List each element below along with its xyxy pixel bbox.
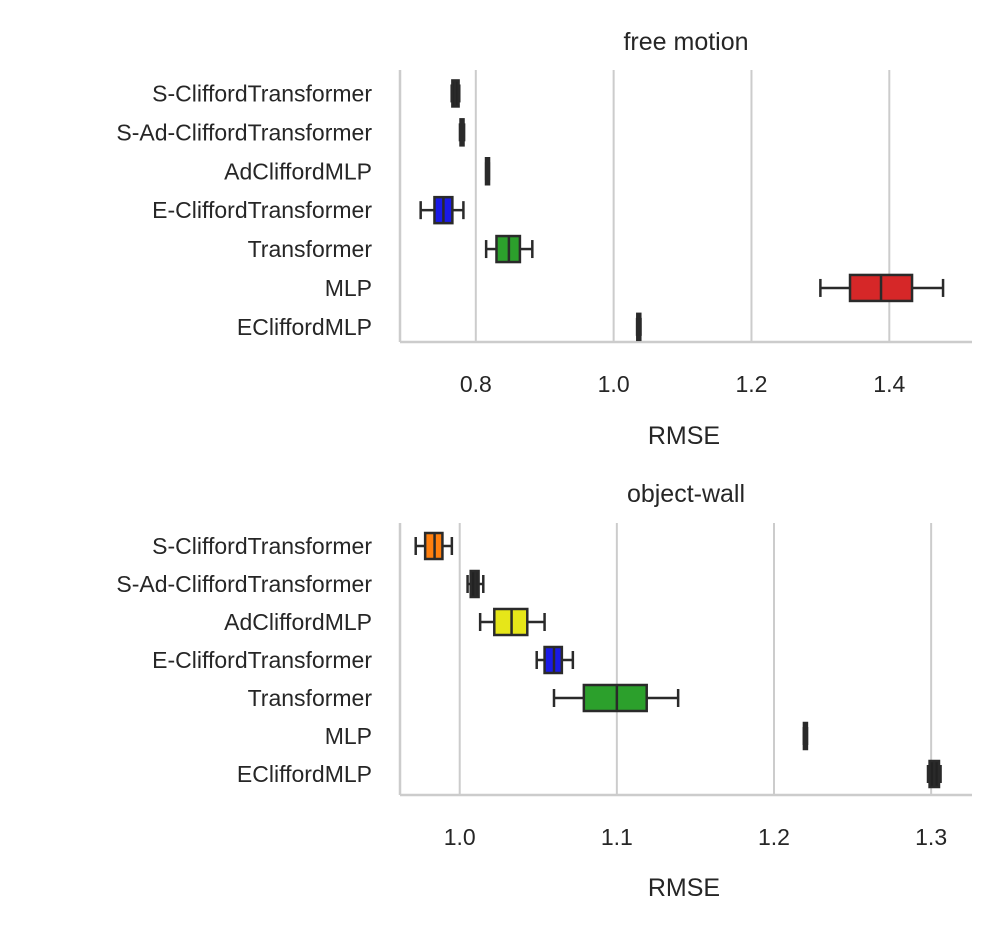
x-axis-label: RMSE	[648, 874, 720, 902]
y-tick-label: ECliffordMLP	[237, 761, 372, 787]
box-5	[819, 273, 945, 303]
x-tick-label: 1.1	[601, 824, 633, 850]
y-tick-label: MLP	[325, 275, 372, 301]
y-tick-label: E-CliffordTransformer	[152, 647, 372, 673]
panel-title: object-wall	[627, 480, 745, 508]
box-0	[450, 79, 461, 108]
y-tick-label: S-CliffordTransformer	[152, 80, 372, 106]
box-5	[802, 721, 809, 751]
y-tick-label: S-CliffordTransformer	[152, 533, 372, 559]
box-body	[582, 683, 648, 713]
x-tick-label: 1.4	[873, 371, 905, 397]
box-1	[458, 118, 466, 147]
x-axis-label: RMSE	[648, 422, 720, 450]
box-6	[635, 312, 642, 342]
panel-title: free motion	[623, 28, 748, 56]
box-4	[484, 234, 534, 264]
box-3	[535, 645, 575, 675]
box-0	[414, 531, 454, 561]
y-tick-label: Transformer	[248, 685, 373, 711]
x-tick-label: 0.8	[460, 371, 492, 397]
x-tick-label: 1.2	[735, 371, 767, 397]
x-tick-label: 1.0	[598, 371, 630, 397]
y-tick-label: S-Ad-CliffordTransformer	[116, 571, 372, 597]
box-3	[419, 195, 465, 225]
box-4	[552, 683, 680, 713]
x-tick-label: 1.0	[444, 824, 476, 850]
box-2	[484, 157, 491, 186]
y-tick-label: S-Ad-CliffordTransformer	[116, 119, 372, 145]
y-tick-label: ECliffordMLP	[237, 314, 372, 340]
x-tick-label: 1.2	[758, 824, 790, 850]
box-6	[926, 759, 942, 789]
y-tick-label: E-CliffordTransformer	[152, 197, 372, 223]
box-2	[478, 607, 546, 637]
y-tick-label: MLP	[325, 723, 372, 749]
y-tick-label: AdCliffordMLP	[224, 609, 372, 635]
y-tick-label: Transformer	[248, 236, 373, 262]
y-tick-label: AdCliffordMLP	[224, 158, 372, 184]
box-1	[466, 569, 485, 599]
x-tick-label: 1.3	[915, 824, 947, 850]
